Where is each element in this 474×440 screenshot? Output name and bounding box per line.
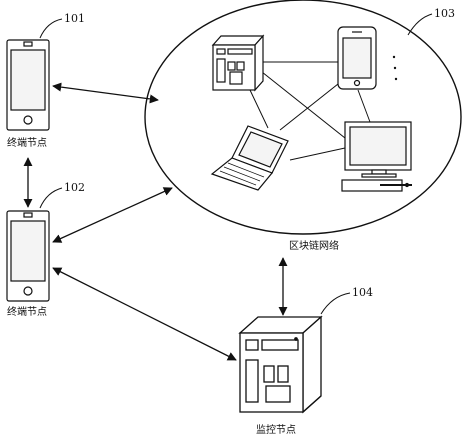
caption-terminal-top: 终端节点 (7, 136, 47, 149)
monitor-node-server (238, 315, 323, 414)
terminal-node-top (6, 39, 50, 131)
leader-lines (39, 13, 433, 315)
leader-101 (39, 18, 63, 39)
ref-label-104: 104 (352, 286, 373, 299)
arrow-102-monitor (52, 267, 237, 361)
caption-blockchain-network: 区块链网络 (289, 239, 339, 252)
network-links (249, 61, 371, 161)
more-devices-dots (392, 55, 398, 81)
ref-label-101: 101 (64, 12, 85, 25)
ref-label-103: 103 (434, 7, 455, 20)
link-server-monitor (261, 71, 346, 139)
arrow-102-network (52, 187, 173, 243)
laptop-icon (210, 125, 289, 191)
connections (23, 82, 288, 361)
leader-104 (320, 292, 351, 315)
phone-icon (337, 26, 377, 90)
leader-103 (407, 13, 433, 36)
link-laptop-monitor (289, 147, 346, 161)
caption-terminal-bottom: 终端节点 (7, 305, 47, 318)
terminal-node-bottom (6, 210, 50, 302)
desktop-computer-icon (341, 121, 412, 192)
arrow-101-network (52, 82, 159, 104)
link-phone-laptop (279, 83, 339, 131)
blockchain-network-boundary (144, 0, 462, 235)
ref-label-102: 102 (64, 181, 85, 194)
blockchain-network (144, 0, 462, 235)
caption-monitor-node: 监控节点 (256, 423, 296, 436)
link-server-laptop (249, 89, 269, 129)
link-phone-monitor (357, 89, 371, 123)
leader-102 (39, 187, 63, 209)
server-icon (211, 34, 265, 92)
